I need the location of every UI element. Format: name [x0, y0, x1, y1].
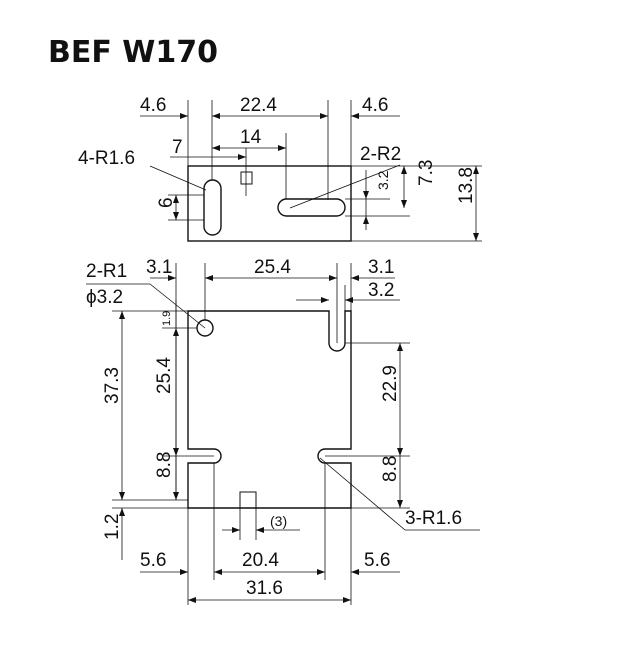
top-view: 4.6 22.4 4.6 7 14 4-R1.6 2-R2 6 3.2 7.3 — [78, 95, 482, 242]
drawing-title: BEF W170 — [48, 35, 218, 70]
top-right-margin-label: 4.6 — [362, 95, 388, 116]
top-left-margin-label: 4.6 — [140, 95, 166, 116]
top-small-gap-label: 3.2 — [375, 170, 391, 190]
front-bottom-step-label: 1.2 — [102, 514, 123, 540]
front-hole-from-top-label: 1.9 — [161, 311, 173, 326]
front-overall-width-label: 31.6 — [246, 578, 283, 599]
top-inner-span-label: 14 — [240, 127, 262, 148]
front-bottom-center-label: 20.4 — [242, 550, 279, 571]
front-hole-span-label: 25.4 — [254, 257, 291, 278]
top-end-radius-label: 2-R2 — [360, 144, 401, 165]
top-slot-radius-label: 4-R1.6 — [78, 148, 135, 169]
front-overall-height-label: 37.3 — [102, 367, 123, 404]
top-view-center-slot — [277, 198, 346, 217]
front-hole-label-2: ϕ3.2 — [86, 287, 123, 308]
front-notch-radius-label: 3-R1.6 — [405, 508, 462, 529]
top-view-outline — [187, 165, 352, 242]
front-view: 3.1 25.4 3.1 3.2 2-R1 ϕ3.2 1.9 37.3 25.4… — [86, 257, 480, 605]
front-hole-label-1: 2-R1 — [86, 261, 127, 282]
top-view-small-cutout — [240, 171, 253, 185]
front-right-offset-label: 3.1 — [368, 257, 394, 278]
front-left-offset-label: 3.1 — [146, 257, 172, 278]
front-left-bottom-label: 8.8 — [154, 452, 175, 478]
top-inner-offset-label: 7 — [172, 137, 183, 158]
top-height-label: 13.8 — [456, 167, 477, 204]
front-bottom-left-label: 5.6 — [140, 550, 166, 571]
front-right-slot-width-label: 3.2 — [368, 280, 394, 301]
front-right-height-label: 22.9 — [380, 365, 401, 402]
front-view-outline — [187, 310, 352, 509]
front-right-bottom-label: 8.8 — [380, 456, 401, 482]
front-tab-width-label: (3) — [270, 513, 287, 529]
front-view-bottom-tab — [239, 491, 257, 509]
front-left-height-label: 25.4 — [154, 357, 175, 394]
top-slot-from-top-label: 7.3 — [416, 160, 437, 186]
front-bottom-right-label: 5.6 — [364, 550, 390, 571]
top-slot-length-label: 6 — [156, 197, 177, 208]
top-hole-span-label: 22.4 — [240, 95, 277, 116]
top-view-left-slot — [203, 179, 222, 236]
